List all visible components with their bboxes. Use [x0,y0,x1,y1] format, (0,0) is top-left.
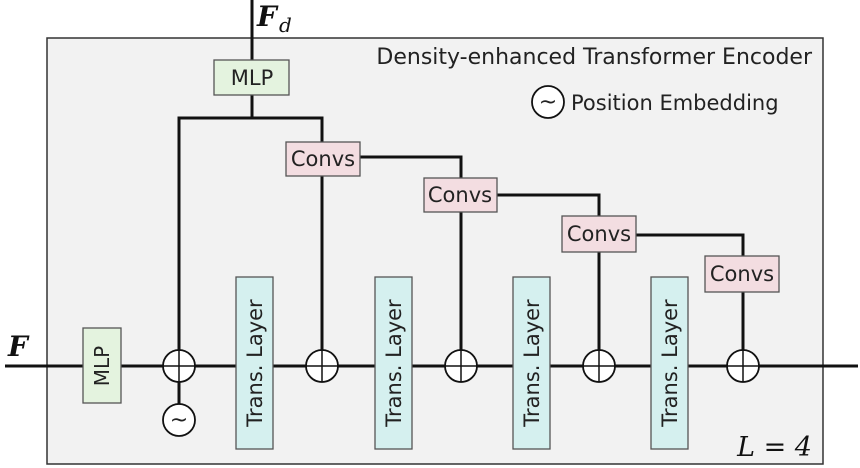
trans-layer-1-box [235,276,274,450]
pos-embed-tilde-icon: ~ [170,408,188,433]
encoder-container [46,37,824,465]
convs-4-label: Convs [710,262,774,286]
mlp-input-label: MLP [90,346,114,386]
pos-embed-circle [162,403,196,437]
trans-layer-2-box [374,276,413,450]
convs-4-box [704,255,780,293]
legend-position-embedding-icon [531,85,565,119]
adder-0 [162,349,196,383]
adder-3 [582,349,616,383]
wire-convs-1-to-2 [360,155,463,178]
mlp-input-box [82,327,122,404]
convs-3-box [561,215,637,253]
legend-position-embedding-label: Position Embedding [571,91,779,115]
trans-layer-4-label: Trans. Layer [658,299,682,428]
encoder-title: Density-enhanced Transformer Encoder [376,45,813,70]
layer-count-label: L = 4 [736,432,812,463]
convs-1-box [285,141,361,177]
bus-convs-1 [252,116,324,142]
adder-4 [726,349,760,383]
adder-1 [305,349,339,383]
output-label-subscript: d [279,13,292,37]
wire-convs-3-to-4 [636,233,745,256]
convs-3-label: Convs [567,222,631,246]
mlp-output-label: MLP [231,66,273,90]
input-label-f: F [7,330,30,363]
output-label-f: F [256,0,279,33]
trans-layer-2-label: Trans. Layer [382,299,406,428]
trans-layer-4-box [650,276,689,450]
bus-first-adder [177,116,252,350]
convs-2-box [423,177,498,213]
adder-2 [444,349,478,383]
convs-2-label: Convs [428,183,492,207]
wire-convs-2-to-3 [497,193,601,216]
trans-layer-3-label: Trans. Layer [520,299,544,428]
convs-1-label: Convs [291,147,355,171]
legend-tilde-symbol: ~ [539,90,557,115]
mlp-output-box [213,59,290,96]
trans-layer-1-label: Trans. Layer [243,299,267,428]
trans-layer-3-box [512,276,551,450]
